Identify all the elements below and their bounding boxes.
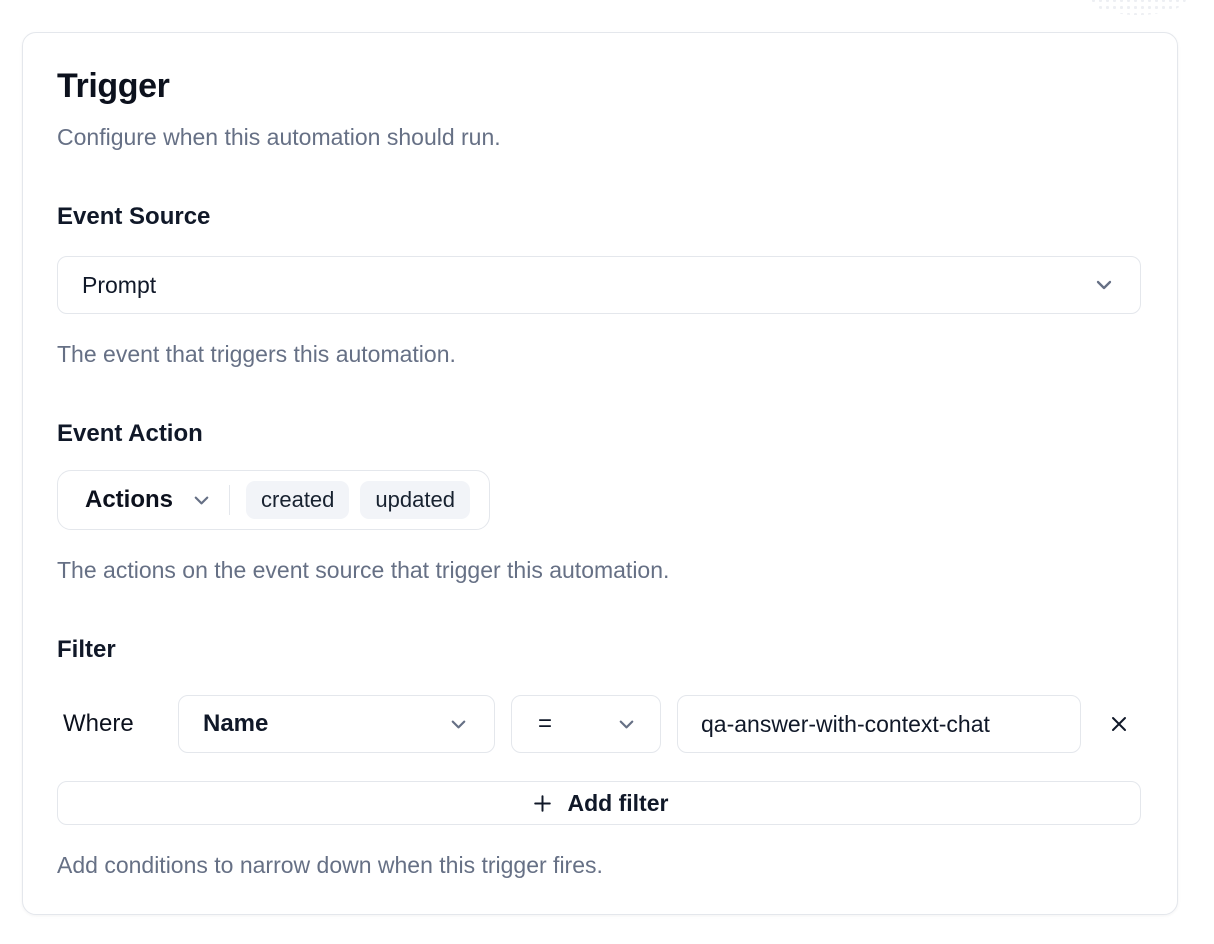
- event-action-label: Event Action: [57, 420, 203, 447]
- chevron-down-icon: [1092, 273, 1116, 297]
- filter-label: Filter: [57, 636, 116, 663]
- divider: [229, 485, 231, 515]
- add-filter-button[interactable]: Add filter: [57, 781, 1141, 825]
- filter-section: Filter Where Name =: [57, 635, 1141, 880]
- chevron-down-icon: [615, 713, 638, 736]
- remove-filter-button[interactable]: [1097, 702, 1141, 746]
- top-right-cropped-artifact: [1090, 0, 1186, 15]
- filter-field-select[interactable]: Name: [178, 695, 495, 753]
- actions-dropdown-button[interactable]: Actions: [85, 486, 213, 514]
- event-action-section: Event Action Actions created updated The…: [57, 419, 1141, 585]
- page-subtitle: Configure when this automation should ru…: [57, 124, 501, 150]
- selected-actions-list: created updated: [246, 481, 470, 519]
- page-title: Trigger: [57, 67, 170, 105]
- event-source-help: The event that triggers this automation.: [57, 341, 456, 367]
- close-icon: [1107, 712, 1131, 736]
- trigger-card: Trigger Configure when this automation s…: [22, 32, 1178, 915]
- chevron-down-icon: [190, 489, 213, 512]
- add-filter-button-label: Add filter: [567, 789, 669, 816]
- filter-row: Where Name =: [57, 695, 1141, 753]
- event-source-select[interactable]: Prompt: [57, 256, 1141, 314]
- event-action-control: Actions created updated: [57, 470, 490, 530]
- filter-field-value: Name: [203, 710, 269, 737]
- plus-icon: [530, 791, 555, 816]
- filter-help: Add conditions to narrow down when this …: [57, 852, 603, 878]
- actions-dropdown-label: Actions: [85, 486, 174, 513]
- chevron-down-icon: [447, 713, 470, 736]
- action-chip-updated: updated: [360, 481, 470, 519]
- filter-value-input[interactable]: [677, 695, 1081, 753]
- filter-operator-select[interactable]: =: [511, 695, 661, 753]
- event-source-label: Event Source: [57, 203, 211, 230]
- action-chip-created: created: [246, 481, 350, 519]
- event-action-help: The actions on the event source that tri…: [57, 557, 670, 583]
- event-source-section: Event Source Prompt The event that trigg…: [57, 202, 1141, 369]
- filter-operator-value: =: [538, 710, 553, 737]
- where-label: Where: [63, 710, 134, 737]
- event-source-selected-value: Prompt: [82, 271, 157, 298]
